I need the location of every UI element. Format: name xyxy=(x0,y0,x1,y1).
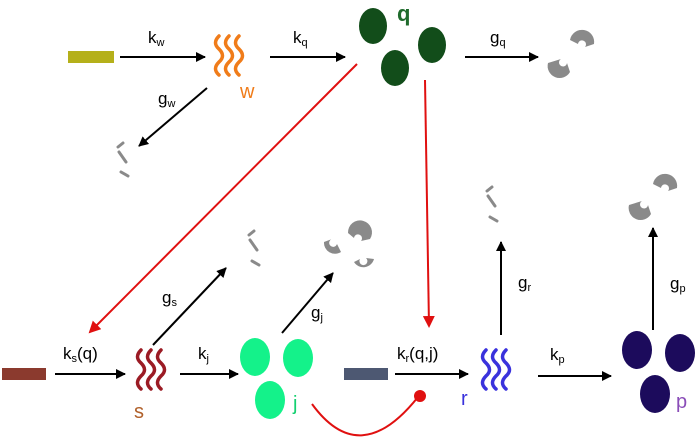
label-q: q xyxy=(397,1,410,26)
gene-r xyxy=(344,368,388,380)
mrna-r xyxy=(480,348,512,391)
label-gw: gw xyxy=(158,89,175,110)
degraded-w-icon xyxy=(116,141,130,178)
gene-w xyxy=(68,51,114,63)
label-gj: gj xyxy=(311,303,323,324)
mrna-w xyxy=(213,34,245,77)
regulation-q-to-r xyxy=(422,79,435,328)
label-ks: ks(q) xyxy=(63,344,98,365)
label-gp: gp xyxy=(670,274,686,295)
regulation-q-to-s xyxy=(88,63,358,334)
mrna-s xyxy=(135,348,167,391)
label-gs: gs xyxy=(162,288,177,309)
protein-q xyxy=(359,8,446,86)
label-gq: gq xyxy=(490,28,506,49)
arrow-gj xyxy=(281,272,334,334)
protein-j xyxy=(240,338,313,419)
arrow-gw xyxy=(138,87,208,147)
regulation-j-to-r xyxy=(311,396,419,437)
label-j: j xyxy=(292,393,297,415)
degraded-p-icon xyxy=(628,173,678,220)
label-r: r xyxy=(461,388,468,410)
label-kq: kq xyxy=(293,28,308,49)
label-p: p xyxy=(676,391,687,413)
arrow-gs xyxy=(152,267,227,346)
degraded-j-icon xyxy=(323,220,374,268)
label-kw: kw xyxy=(148,28,165,49)
label-kj: kj xyxy=(198,344,209,365)
regulation-j-endpoint xyxy=(414,390,426,402)
label-gr: gr xyxy=(518,273,531,294)
gene-s xyxy=(2,368,46,380)
label-s: s xyxy=(134,401,144,423)
label-kr: kr(q,j) xyxy=(397,344,438,365)
degraded-r-icon xyxy=(485,185,499,223)
label-w: w xyxy=(239,81,255,103)
degraded-s-icon xyxy=(247,229,261,267)
protein-p xyxy=(622,331,695,413)
label-kp: kp xyxy=(550,345,565,366)
degraded-q-icon xyxy=(547,29,595,78)
